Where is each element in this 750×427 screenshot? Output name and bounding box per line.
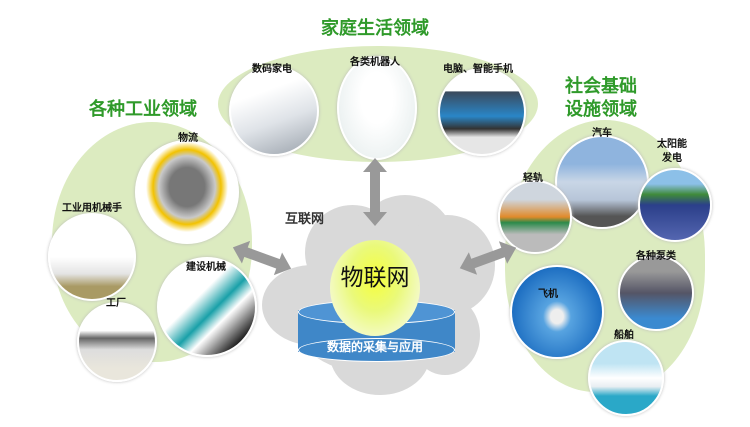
computer-phone-image	[438, 68, 526, 156]
label-pumps: 各种泵类	[636, 251, 676, 262]
label-ship: 船舶	[614, 330, 634, 341]
infrastructure-domain-title-1: 社会基础	[565, 76, 637, 97]
label-airplane: 飞机	[538, 289, 558, 300]
label-appliances: 数码家电	[252, 64, 292, 75]
home-domain-title: 家庭生活领域	[321, 18, 429, 39]
solar-image	[638, 168, 712, 242]
arrow-top-double	[370, 170, 380, 214]
label-robots: 各类机器人	[350, 57, 400, 68]
appliances-image	[229, 66, 319, 156]
logistics-image	[135, 140, 239, 244]
label-construction: 建设机械	[186, 262, 226, 273]
label-logistics: 物流	[178, 133, 198, 144]
label-solar-2: 发电	[662, 153, 682, 164]
iot-sphere	[330, 240, 420, 336]
label-robot-arm: 工业用机械手	[62, 203, 122, 214]
factory-image	[77, 302, 157, 382]
robot-image	[337, 56, 417, 160]
infrastructure-domain-title-2: 设施领域	[565, 99, 637, 120]
label-solar-1: 太阳能	[657, 139, 687, 150]
internet-label: 互联网	[285, 212, 325, 227]
label-car: 汽车	[592, 128, 612, 139]
data-collection-label: 数据的采集与应用	[326, 340, 424, 354]
iot-label: 物联网	[340, 265, 410, 291]
ship-image	[588, 340, 664, 416]
pumps-image	[618, 255, 694, 331]
car-image	[555, 135, 649, 229]
label-computer-phone: 电脑、智能手机	[443, 64, 513, 75]
industry-domain-title: 各种工业领域	[89, 99, 197, 120]
robot-arm-image	[48, 213, 136, 301]
light-rail-image	[498, 180, 572, 254]
label-light-rail: 轻轨	[523, 173, 543, 184]
label-factory: 工厂	[106, 298, 126, 309]
airplane-image	[510, 265, 604, 359]
construction-machinery-image	[157, 257, 257, 357]
